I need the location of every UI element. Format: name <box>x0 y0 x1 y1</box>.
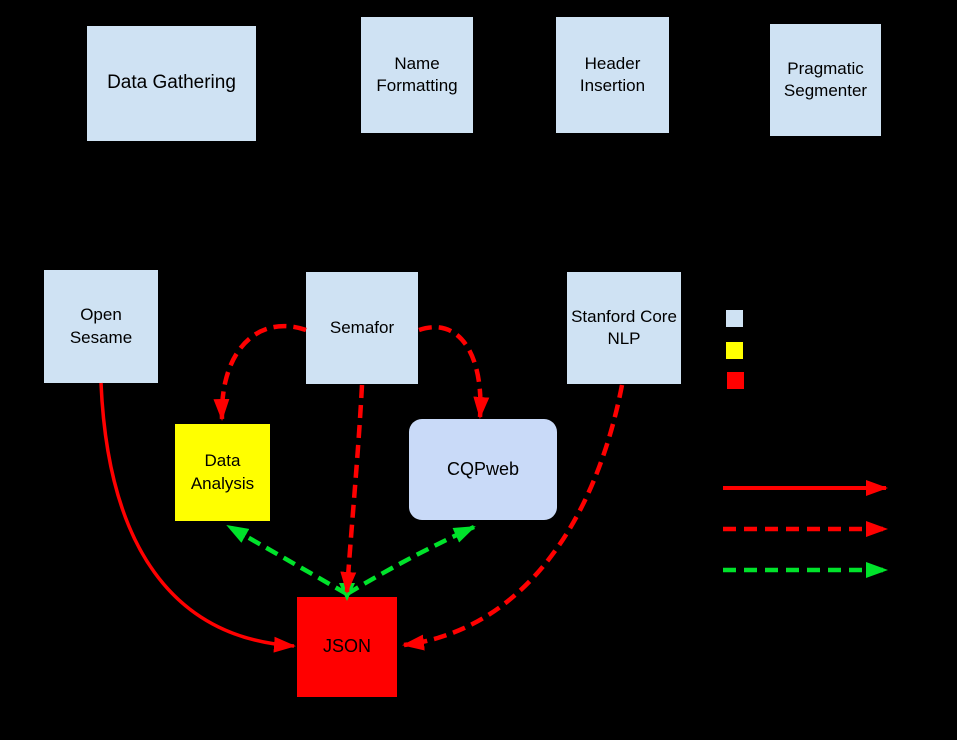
node-label: Stanford Core NLP <box>571 306 677 348</box>
legend-swatch-json-color <box>727 372 744 389</box>
node-open-sesame: Open Sesame <box>44 270 158 383</box>
node-header-insertion: Header Insertion <box>556 17 669 133</box>
node-data-gathering: Data Gathering <box>87 26 256 141</box>
arrow-semafor-to-json <box>340 384 365 594</box>
node-label: Data Gathering <box>107 72 236 94</box>
node-cqpweb: CQPweb <box>409 419 557 520</box>
node-data-analysis: Data Analysis <box>175 424 270 521</box>
node-name-formatting: Name Formatting <box>361 17 473 133</box>
node-label: Semafor <box>329 317 395 337</box>
arrow-json-to-data-analysis <box>226 524 349 596</box>
node-json: JSON <box>297 597 397 697</box>
node-stanford-core-nlp: Stanford Core NLP <box>567 272 681 384</box>
node-semafor: Semafor <box>306 272 418 384</box>
node-label: JSON <box>322 636 371 657</box>
node-label: Data Analysis <box>190 451 255 493</box>
arrow-semafor-to-data-analysis <box>213 323 307 421</box>
arrow-semafor-to-cqpweb <box>418 325 490 419</box>
node-label: Header Insertion <box>579 53 646 95</box>
arrow-json-to-cqpweb <box>345 524 476 596</box>
node-label: Pragmatic Segmenter <box>783 58 868 100</box>
node-label: CQPweb <box>446 458 520 479</box>
legend-swatch-module-color <box>726 310 743 327</box>
node-label: Open Sesame <box>69 305 133 347</box>
node-label: Name Formatting <box>376 53 458 95</box>
node-pragmatic-segmenter: Pragmatic Segmenter <box>770 24 881 136</box>
legend-swatch-analysis-color <box>726 342 743 359</box>
